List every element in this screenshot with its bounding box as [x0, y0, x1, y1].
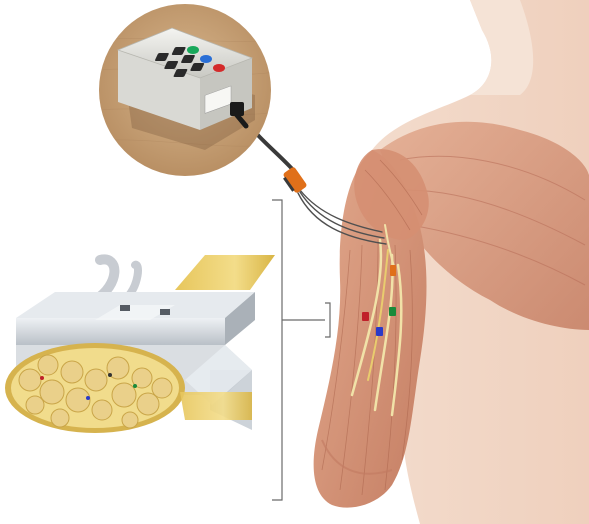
cuff-front	[16, 318, 225, 345]
orange-marker	[390, 265, 396, 276]
stimulator-inset	[99, 4, 275, 176]
green-button	[187, 46, 199, 54]
blue-marker	[376, 327, 383, 336]
red-marker	[362, 312, 369, 321]
red-button	[213, 64, 225, 72]
neck	[470, 0, 533, 95]
nerve-cuff-inset	[5, 255, 275, 433]
nerve-upper	[175, 255, 275, 290]
contact-1	[120, 305, 130, 311]
contact-2	[160, 309, 170, 315]
green-marker	[389, 307, 396, 316]
blue-button	[200, 55, 212, 63]
cable-connector	[282, 166, 307, 194]
